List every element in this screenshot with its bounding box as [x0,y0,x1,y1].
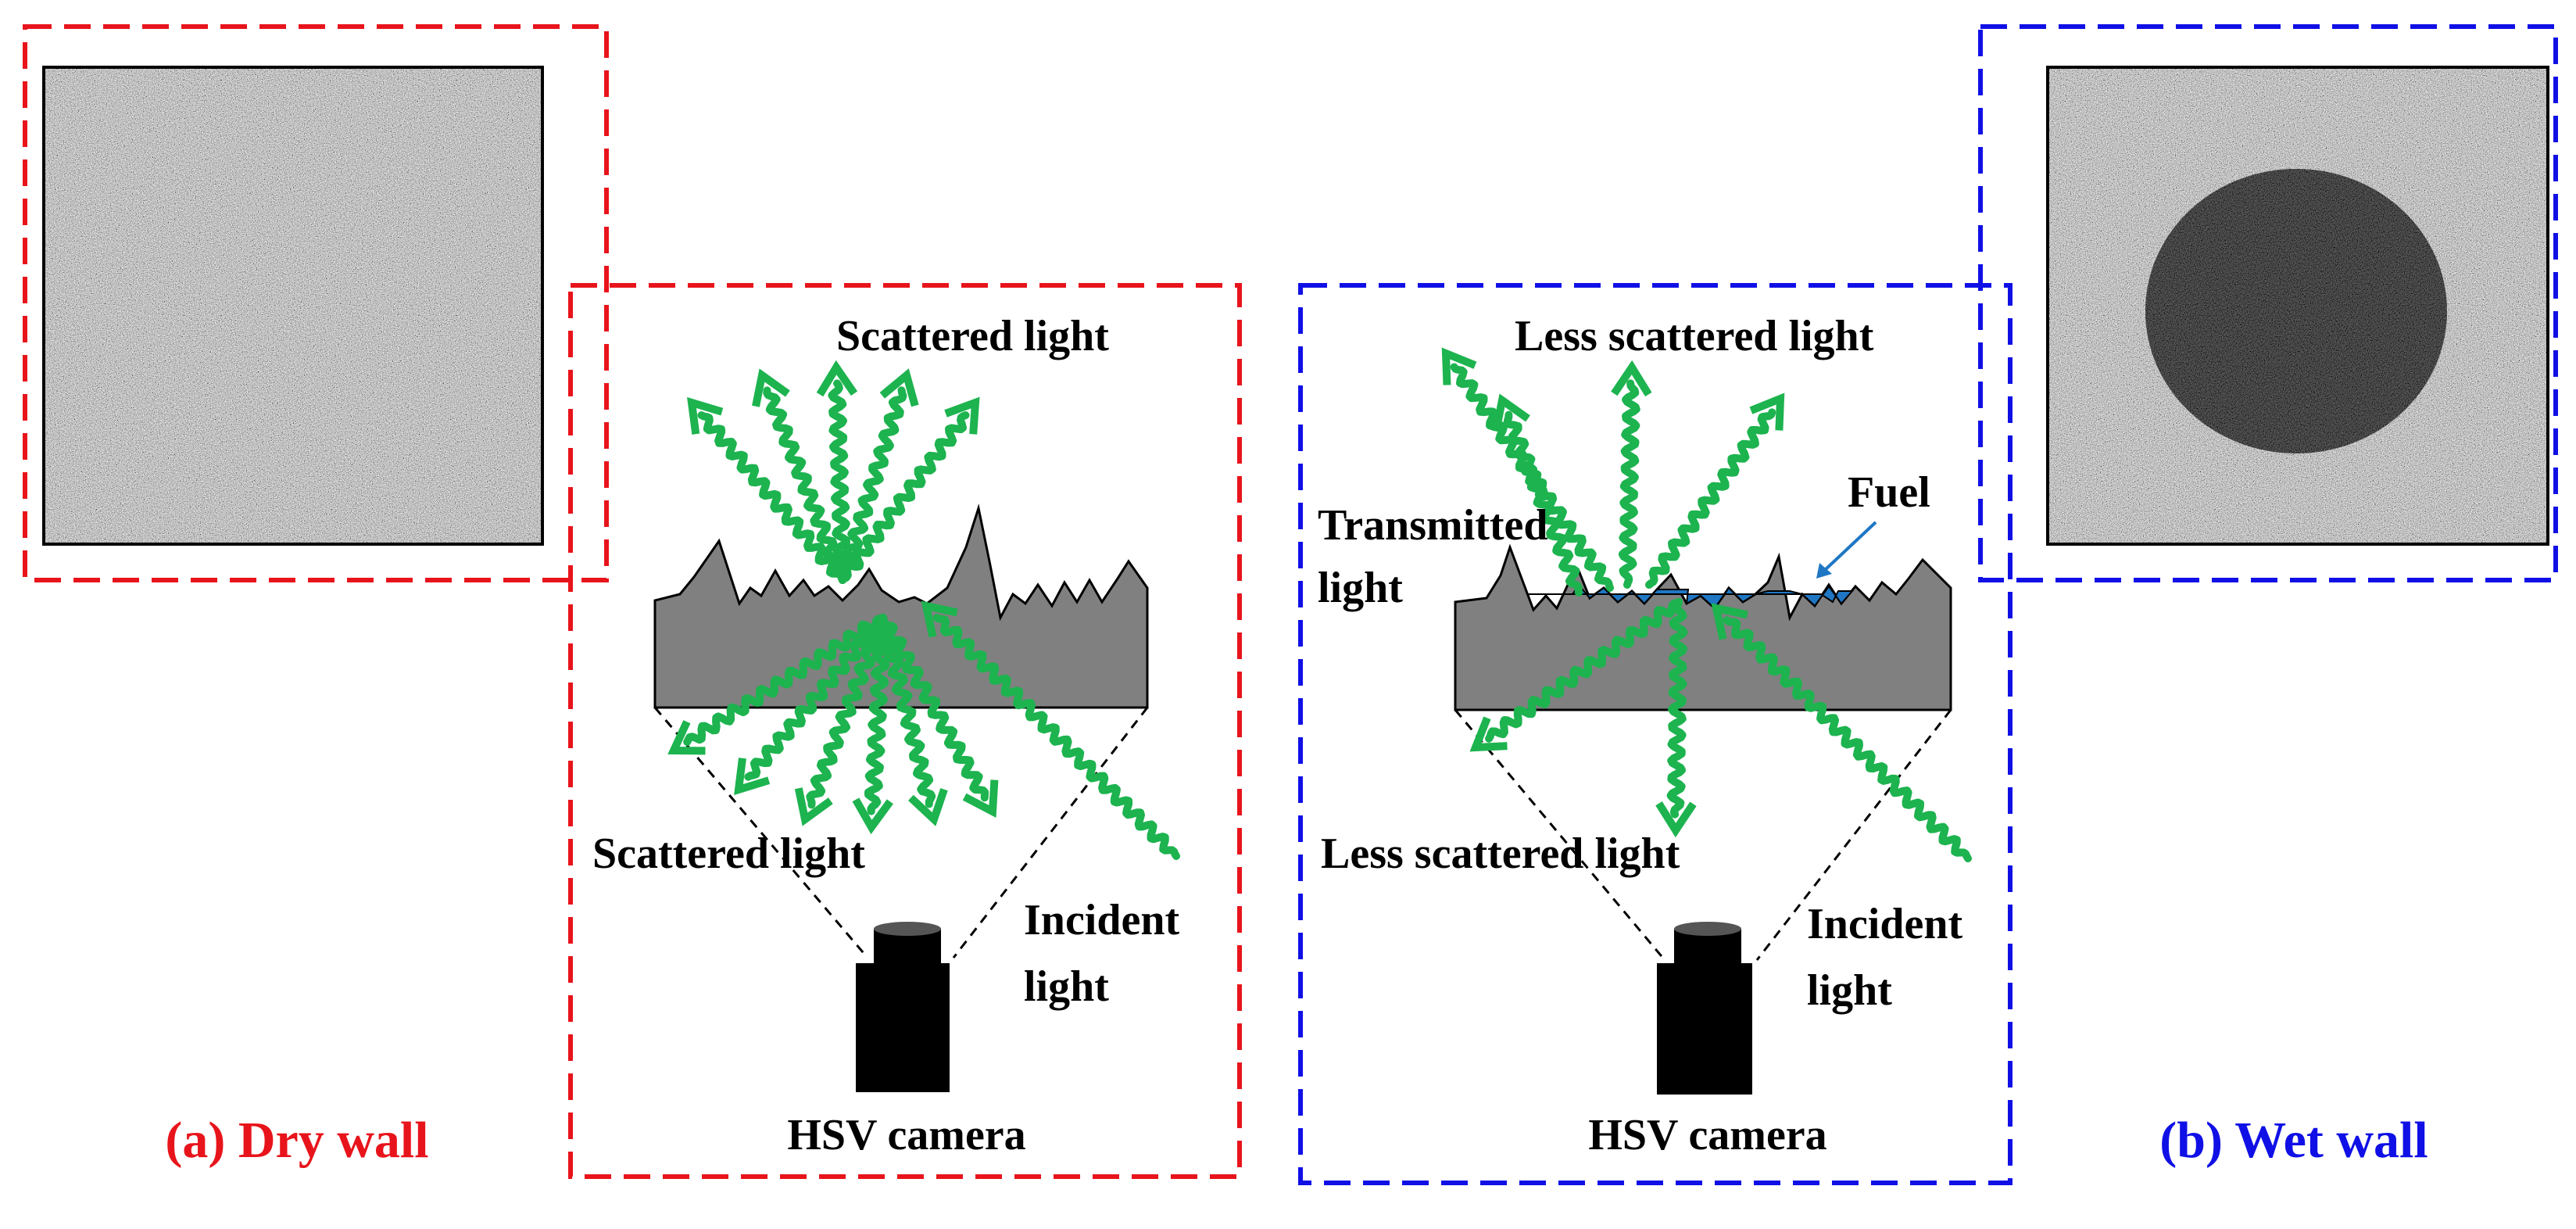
dry-wall-caption: (a) Dry wall [165,1112,428,1169]
dry-incident-light [932,614,1180,860]
dry-hsv-camera-icon [856,922,950,1092]
wet-camera-view-lines [1454,709,1952,961]
wet-transmitted-label-1: Transmitted [1318,501,1548,550]
light-ray [839,411,970,584]
dry-scattered-light-down [667,614,999,835]
dry-wall-photo [42,66,544,546]
wet-rough-surface [1454,543,1952,711]
light-arrowhead [687,396,724,435]
wet-hsv-camera-icon [1657,922,1752,1095]
light-ray [683,614,887,747]
light-arrowhead [752,368,790,407]
light-arrowhead [1469,716,1508,752]
dry-wall-panel: Scattered light Scattered light Incident… [23,24,1242,1179]
light-arrowhead [921,600,958,638]
wet-incident-label-2: light [1807,966,1892,1015]
light-arrowhead [794,787,833,826]
dry-incident-label-1: Incident [1024,896,1179,944]
light-ray [1618,379,1640,589]
dry-schematic-frame [568,283,1242,1179]
light-arrowhead [1655,801,1697,838]
light-arrowhead [1749,392,1785,431]
dry-photo-frame [23,24,609,582]
light-arrowhead [734,758,771,796]
light-arrowhead [1441,347,1477,385]
light-ray [838,386,907,584]
light-ray [806,614,887,809]
dry-rough-surface [653,503,1149,709]
dry-incident-label-2: light [1024,962,1109,1011]
light-arrowhead [1611,360,1652,397]
wet-camera-label: HSV camera [1588,1111,1826,1159]
dry-camera-label: HSV camera [787,1111,1025,1159]
light-ray [1450,363,1614,592]
light-arrowhead [1711,603,1748,640]
fuel-pointer-arrow [1816,521,1877,579]
light-arrowhead [1492,393,1530,432]
wet-wall-panel: Less scattered light Transmitted light F… [1298,24,2558,1185]
light-ray [878,614,936,808]
wet-fuel-label: Fuel [1848,468,1930,517]
light-arrowhead [962,779,999,819]
dry-scattered-top-label: Scattered light [836,312,1109,360]
wet-wall-photo [2046,66,2549,546]
wet-scattered-top-label: Less scattered light [1515,312,1874,360]
light-ray [828,379,852,584]
wet-incident-light [1723,616,1972,862]
wet-transmitted-light [1485,598,1683,743]
light-ray [697,411,846,584]
wet-scattered-light-down [1666,598,1688,819]
light-arrowhead [907,788,948,826]
dry-scattered-light-up [687,360,980,584]
light-ray [1503,410,1583,597]
light-arrowhead [667,720,706,755]
wet-schematic-frame [1298,283,2012,1185]
light-ray [763,386,846,584]
light-arrowhead [852,797,893,835]
light-arrowhead [879,368,919,407]
wet-scattered-bottom-label: Less scattered light [1321,829,1680,878]
fuel-film [1529,583,1855,610]
wet-wall-caption: (b) Wet wall [2159,1112,2428,1169]
light-ray [879,614,989,802]
light-arrowhead [816,360,858,397]
wet-photo-frame [1978,24,2558,582]
wet-scattered-light-up [1441,347,1785,597]
wet-incident-label-1: Incident [1807,900,1962,948]
light-ray [864,614,891,815]
light-arrowhead [944,396,980,435]
dry-scattered-bottom-label: Scattered light [592,829,865,878]
light-ray [744,614,887,781]
wet-transmitted-label-2: light [1318,564,1403,612]
light-ray [1645,408,1776,589]
